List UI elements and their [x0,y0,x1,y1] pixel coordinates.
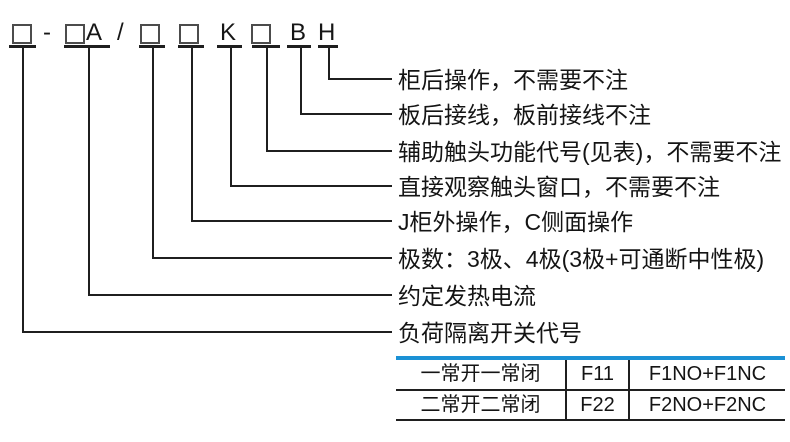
code-box-current [65,24,85,44]
connector-elbow [328,48,392,80]
underline-bar [9,45,36,48]
connector-elbow [88,48,392,296]
table-row: 一常开一常闭 F11 F1NO+F1NC [396,360,785,391]
table-cell-code: F22 [565,391,630,419]
label-switch-designation: 负荷隔离开关代号 [398,320,582,346]
underline-bar [64,45,110,48]
connector-elbow [230,48,392,187]
code-char-dash: - [43,19,51,46]
aux-contact-table: 一常开一常闭 F11 F1NO+F1NC 二常开二常闭 F22 F2NO+F2N… [396,356,785,421]
table-cell-contact-config: 一常开一常闭 [420,363,541,385]
label-pole-count: 极数：3极、4极(3极+可通断中性极) [398,246,765,272]
label-rear-cabinet-operation: 柜后操作，不需要不注 [398,67,628,93]
label-rated-current: 约定发热电流 [398,283,536,309]
label-operation-mode: J柜外操作，C侧面操作 [398,209,634,235]
underline-bar [318,45,338,48]
code-char-rear-operate: H [318,19,336,46]
code-char-ampere: A [86,19,103,46]
underline-bar [287,45,311,48]
underline-bar [252,45,280,48]
underline-bar [178,45,204,48]
table-cell-contact-combo: F2NO+F2NC [648,394,767,416]
code-box-switch-type [12,24,32,44]
table-cell-contact-combo: F1NO+F1NC [648,363,767,385]
connector-elbow [266,48,392,152]
underline-bar [139,45,165,48]
connector-elbow [22,48,392,333]
code-char-window: K [220,19,237,46]
connector-elbow [152,48,392,259]
table-cell-code: F11 [565,360,630,389]
connector-elbow [300,48,392,115]
label-aux-contact-code: 辅助触头功能代号(见表)，不需要不注 [398,139,782,165]
code-char-slash: / [117,19,124,46]
table-cell-contact-config: 二常开二常闭 [420,394,541,416]
label-rear-panel-wiring: 板后接线，板前接线不注 [398,102,651,128]
connector-elbow [191,48,392,222]
table-row: 二常开二常闭 F22 F2NO+F2NC [396,391,785,421]
code-box-aux-contact [251,24,271,44]
label-contact-window: 直接观察触头窗口，不需要不注 [398,174,720,200]
code-char-rear-wiring: B [290,19,307,46]
code-box-poles [140,24,160,44]
underline-bar [217,45,242,48]
code-box-operation [179,24,199,44]
